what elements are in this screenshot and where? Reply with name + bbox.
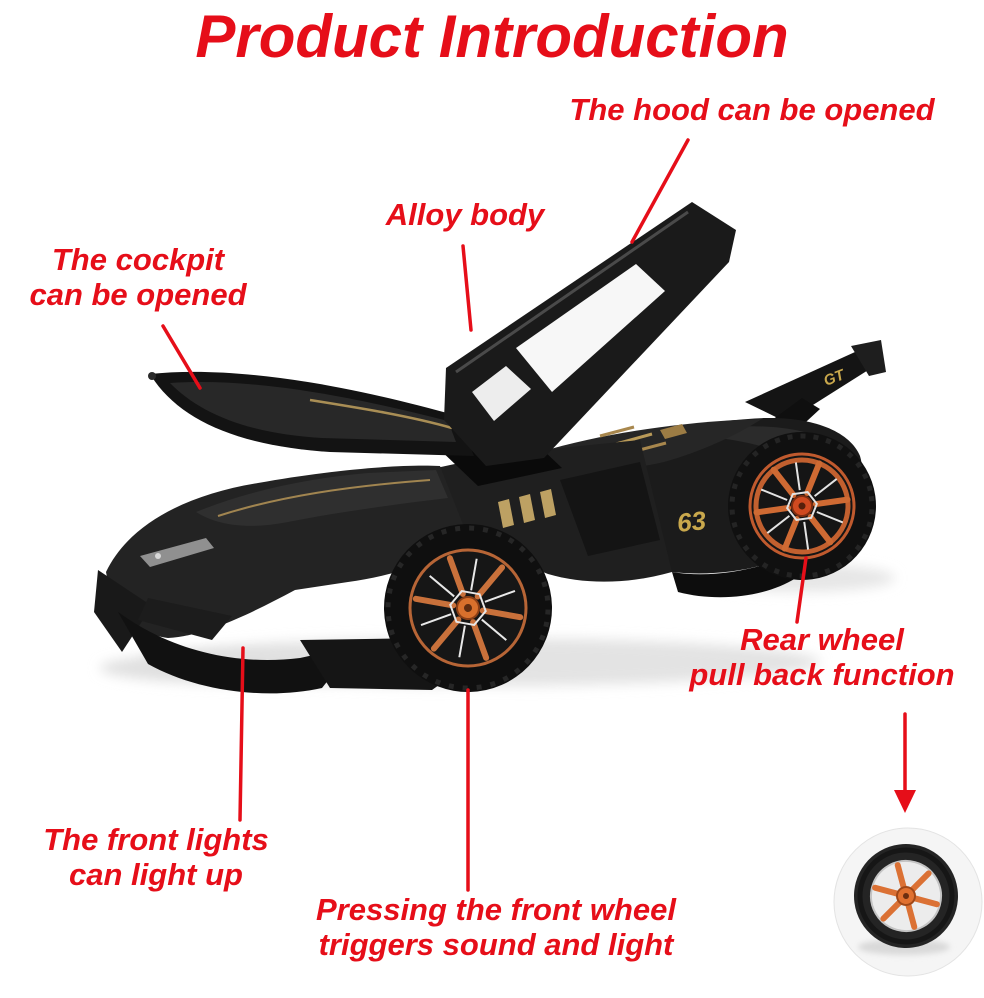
callout-hood-text: The hood can be opened bbox=[569, 92, 935, 127]
page-title: Product Introduction bbox=[195, 3, 789, 70]
inset-wheel bbox=[854, 844, 958, 948]
callout-front-wheel-label: Pressing the front wheel triggers sound … bbox=[300, 892, 692, 962]
callout-cockpit-label: The cockpit can be opened bbox=[12, 242, 264, 312]
car-door-open bbox=[148, 371, 474, 456]
car-canopy-open bbox=[444, 202, 736, 466]
callout-front-lights-line2: can light up bbox=[69, 857, 243, 893]
car-rear-wheel bbox=[728, 432, 876, 580]
callout-lines bbox=[161, 138, 907, 892]
callout-rear-wheel-label: Rear wheel pull back function bbox=[662, 622, 982, 692]
callout-hood-label: The hood can be opened bbox=[552, 92, 952, 127]
car-front-wheel bbox=[384, 524, 552, 692]
callout-front-wheel-line1: Pressing the front wheel bbox=[315, 892, 676, 927]
callout-line-alloy-body bbox=[461, 244, 473, 332]
callout-front-lights-line1: The front lights bbox=[43, 822, 269, 857]
headlight-strip bbox=[140, 538, 214, 567]
callout-line-rear-wheel bbox=[795, 556, 808, 624]
callout-line-front-lights bbox=[238, 646, 245, 822]
callout-alloy-body-text: Alloy body bbox=[385, 197, 545, 232]
callout-front-wheel-line2: triggers sound and light bbox=[318, 927, 674, 963]
callout-arrowhead-inset bbox=[894, 790, 916, 813]
callout-cockpit-line2: can be opened bbox=[29, 277, 247, 313]
callout-front-lights-label: The front lights can light up bbox=[20, 822, 292, 892]
car-rear-wing: GT bbox=[745, 340, 886, 433]
callout-rear-wheel-line2: pull back function bbox=[689, 657, 955, 693]
wing-badge-text: GT bbox=[821, 366, 848, 390]
car-illustration: GT bbox=[94, 202, 886, 694]
gold-sill-accents bbox=[498, 489, 556, 528]
callout-line-cockpit bbox=[161, 324, 202, 390]
callout-line-hood bbox=[630, 138, 690, 244]
callout-cockpit-line1: The cockpit bbox=[51, 242, 225, 277]
callout-rear-wheel-line1: Rear wheel bbox=[740, 622, 904, 657]
callout-alloy-body-label: Alloy body bbox=[350, 197, 580, 232]
rear-wheel-inset bbox=[833, 827, 983, 977]
car-side-number: 63 bbox=[675, 505, 707, 538]
